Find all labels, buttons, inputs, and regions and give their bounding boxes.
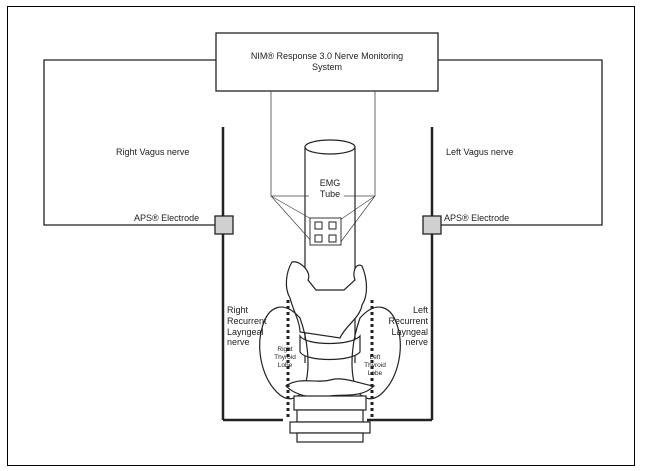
emg-electrode-2 [328,221,337,230]
left-recurrent-line2: Recurrent [388,315,428,326]
system-box-line2: System [311,61,342,72]
trachea-ring-3 [289,421,371,434]
left-recurrent-line3: Layngeal [391,326,428,337]
left-vagus-label: Left Vagus nerve [446,147,514,157]
right-thyroid-label: Right Thyroid Lobe [270,346,300,369]
right-recurrent-label: Right Recurrent Layngeal nerve [227,305,267,348]
left-recurrent-label: Left Recurrent Layngeal nerve [376,305,428,348]
right-thyroid-line2: Thyroid [274,353,296,361]
left-thyroid-lobe [351,306,401,400]
system-box [215,32,439,92]
right-recurrent-line4: nerve [227,337,250,348]
emg-tube-label: EMG Tube [308,178,352,200]
left-electrode-label: APS® Electrode [444,213,510,223]
system-box-label: NIM® Response 3.0 Nerve Monitoring Syste… [216,51,438,73]
emg-tube-line1: EMG [319,178,341,188]
left-aps-electrode [422,215,442,235]
emg-wire-left-diag2 [270,195,314,244]
right-vagus-label: Right Vagus nerve [116,147,190,157]
emg-tube-line2: Tube [319,188,341,199]
cricoid-cartilage [299,333,361,361]
left-recurrent-line1: Left [412,305,428,315]
emg-wire-left [270,91,309,197]
right-thyroid-lobe [259,306,309,400]
trachea-ring-1 [293,395,367,411]
thyroid-cartilage [285,261,368,339]
right-thyroid-line3: Lobe [277,361,293,369]
right-recurrent-line1: Right [227,305,249,315]
left-thyroid-line2: Thyroid [364,361,386,369]
left-recurrent-line4: nerve [405,337,428,348]
emg-electrode-1 [314,221,323,230]
trachea-ring-2 [296,409,364,423]
trachea-ring-4 [296,432,364,443]
emg-electrode-3 [314,234,323,243]
right-recurrent-line3: Layngeal [227,326,264,337]
emg-wire-right-diag2 [339,195,376,244]
system-box-line1: NIM® Response 3.0 Nerve Monitoring [250,51,404,61]
right-electrode-wire [43,59,216,226]
emg-wire-right-diag [339,195,376,221]
right-aps-electrode [214,215,234,235]
right-thyroid-line1: Right [277,346,293,353]
emg-electrode-4 [328,234,337,243]
left-electrode-wire [438,59,603,226]
right-recurrent-line2: Recurrent [227,315,267,326]
emg-wire-left-diag [270,195,314,221]
left-thyroid-label: Left Thyroid Lobe [360,354,390,377]
left-thyroid-line3: Lobe [367,369,383,377]
emg-tube-top [304,139,356,155]
right-electrode-label: APS® Electrode [134,213,200,223]
left-thyroid-line1: Left [369,354,381,361]
